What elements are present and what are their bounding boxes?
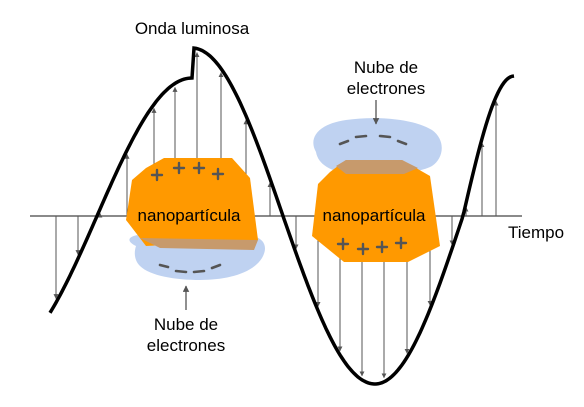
negative-charges-left [158,263,222,274]
cloud-left-label-line2: electrones [147,336,225,355]
time-axis-label: Tiempo [508,223,564,242]
particle-left-label: nanopartícula [137,206,241,225]
light-wave-curve [48,46,515,386]
nanoparticle-right [312,160,440,262]
particle-right-group: nanopartícula Nube de electrones [312,58,442,262]
wave-title: Onda luminosa [135,19,250,38]
positive-charges-right [336,236,408,256]
particle-right-label: nanopartícula [322,206,426,225]
cloud-right-label-line1: Nube de [354,58,418,77]
overlap-left [140,238,258,250]
particle-left-group: nanopartícula Nube de electrones [126,158,265,355]
cloud-left-label-line1: Nube de [154,315,218,334]
nanoparticle-left [126,158,258,246]
overlap-right [336,160,418,174]
positive-charges-left [150,161,225,182]
negative-charges-right [338,134,408,146]
cloud-right-label-line2: electrones [347,79,425,98]
